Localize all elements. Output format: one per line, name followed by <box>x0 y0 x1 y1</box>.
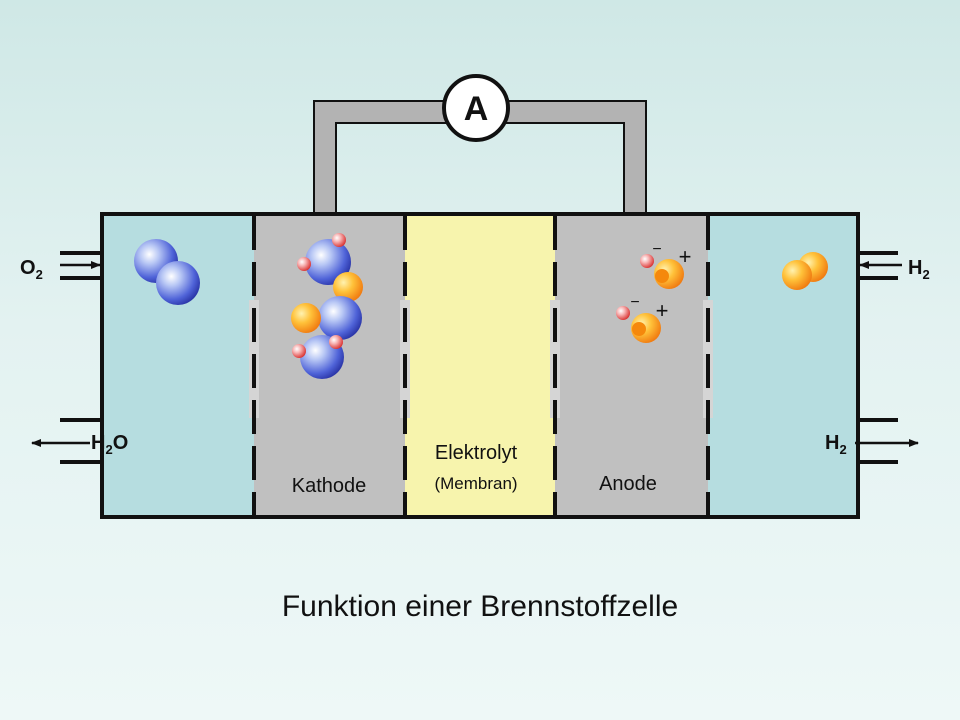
ammeter-label: A <box>464 90 489 128</box>
h2-out-label: H2 <box>825 432 847 457</box>
h2o-label: H2O <box>91 432 128 457</box>
plus-sign: + <box>679 244 692 269</box>
cell-outline <box>100 212 860 519</box>
oxygen-atom-icon <box>318 296 362 340</box>
electron-icon <box>292 344 306 358</box>
oxygen-atom-icon <box>305 239 351 285</box>
charge-signs: − + − + <box>630 241 691 323</box>
cathode-particles <box>291 233 363 379</box>
oxygen-molecule-icon <box>134 239 200 305</box>
anode-label: Anode <box>599 473 657 495</box>
port-stubs <box>60 251 898 464</box>
minus-sign: − <box>630 294 639 311</box>
h2-in-label: H2 <box>908 257 930 282</box>
hydrogen-ion-icon <box>333 272 363 302</box>
hydrogen-ion-icon <box>291 303 321 333</box>
electron-icon <box>332 233 346 247</box>
cathode-label: Kathode <box>292 475 367 497</box>
page-title: Funktion einer Brennstoffzelle <box>281 590 679 623</box>
ammeter-icon <box>442 74 510 142</box>
membrane-label: (Membran) <box>434 474 517 493</box>
anode-particles <box>616 254 684 343</box>
electrolyte-membrane <box>405 214 555 517</box>
hydrogen-molecule-icon <box>782 252 828 290</box>
electron-icon <box>616 306 630 320</box>
minus-sign: − <box>652 241 661 258</box>
o2-label: O2 <box>20 257 43 282</box>
electron-icon <box>329 335 343 349</box>
plus-sign: + <box>656 298 669 323</box>
electrolyte-label: Elektrolyt <box>435 442 518 464</box>
electrode-separators <box>252 216 710 515</box>
anode-electrode <box>555 214 708 517</box>
cathode-gas-chamber <box>102 214 254 517</box>
anode-gas-chamber <box>708 214 858 517</box>
electron-icon <box>640 254 654 268</box>
electron-icon <box>297 257 311 271</box>
